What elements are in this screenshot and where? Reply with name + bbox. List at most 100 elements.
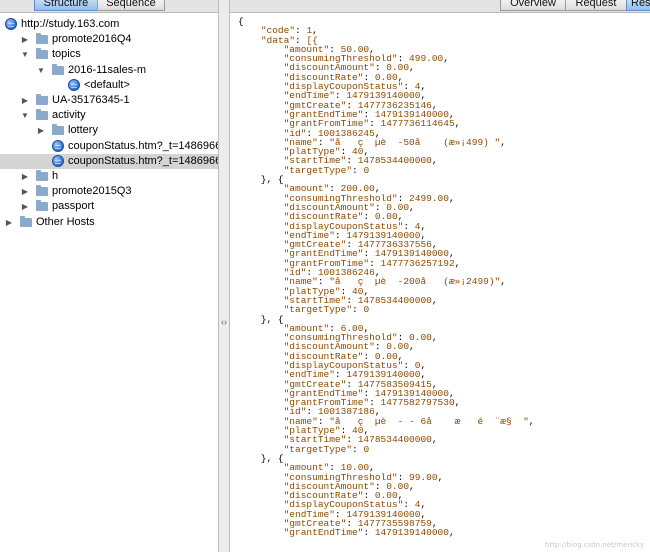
json-line: "targetType": 0: [283, 164, 370, 176]
tree-item-label: promote2015Q3: [52, 185, 132, 198]
tree-row[interactable]: ▶ passport: [0, 199, 218, 214]
disclosure-collapsed-icon[interactable]: ▶: [21, 35, 29, 45]
right-tab-bar: Overview Request Res: [230, 0, 650, 13]
tab-sequence[interactable]: Sequence: [97, 0, 165, 11]
json-line: "gmtCreate": 1477735598759,: [283, 518, 438, 530]
tree-item-label: h: [52, 170, 59, 182]
tree-row[interactable]: couponStatus.htm?_t=148696672: [0, 153, 218, 169]
json-line: "consumingThreshold": 0.00,: [283, 332, 438, 344]
tree-item-label: promote2016Q4: [52, 33, 132, 46]
disclosure-collapsed-icon[interactable]: ▶: [21, 172, 29, 181]
disclosure-collapsed-icon[interactable]: ▶: [21, 202, 29, 212]
tree-row[interactable]: ▶ UA-35176345-1: [0, 93, 218, 108]
folder-icon: [36, 170, 48, 181]
globe-icon: [52, 154, 64, 167]
json-line: "gmtCreate": 1477583509415,: [283, 378, 438, 390]
disclosure-collapsed-icon[interactable]: ▶: [21, 187, 29, 197]
json-line: "consumingThreshold": 99.00,: [283, 471, 444, 483]
json-line: "discountRate": 0.00,: [283, 211, 404, 223]
tree-item-label: Other Hosts: [36, 215, 95, 228]
json-line: }, {: [238, 452, 284, 464]
folder-icon: [52, 63, 64, 75]
json-line: "name": "å ç µè - - 6å æ é ¨æ§ ",: [283, 415, 535, 427]
tree-row[interactable]: ▶ promote2016Q4: [0, 32, 218, 47]
disclosure-collapsed-icon[interactable]: ▶: [5, 217, 13, 227]
tree-item-label: couponStatus.htm?_t=148696672: [68, 154, 218, 167]
tree-item-label: topics: [52, 48, 81, 61]
tree-row[interactable]: ▼ 2016-11sales-m: [0, 63, 218, 78]
json-line: "amount": 50.00,: [283, 43, 375, 55]
folder-icon: [20, 215, 32, 227]
json-line: "discountRate": 0.00,: [283, 350, 404, 362]
tab-overview[interactable]: Overview: [500, 0, 566, 11]
tree-row[interactable]: ▼ topics: [0, 47, 218, 62]
tab-request[interactable]: Request: [565, 0, 627, 11]
folder-icon: [36, 109, 48, 121]
tree-item-label: couponStatus.htm?_t=148696672: [68, 139, 218, 152]
json-line: "platType": 40,: [283, 146, 370, 158]
tab-response[interactable]: Res: [626, 0, 650, 11]
json-line: "id": 1001387186,: [283, 406, 381, 418]
json-line: "consumingThreshold": 499.00,: [283, 53, 449, 65]
json-line: "amount": 6.00,: [283, 322, 370, 334]
left-tab-bar: Structure Sequence: [0, 0, 218, 13]
tree-row[interactable]: ▼http://study.163.com: [0, 17, 218, 32]
json-line: "platType": 40,: [283, 285, 370, 297]
globe-icon: [5, 18, 17, 30]
json-line: "endTime": 1479139140000,: [283, 229, 427, 241]
json-line: "name": "å ç µè -200å (æ»¡2499)",: [283, 276, 506, 288]
globe-icon: [52, 139, 64, 152]
json-line: "targetType": 0: [283, 443, 370, 455]
json-line: {: [238, 16, 244, 27]
json-line: "data": [{: [260, 34, 318, 46]
tree-item-label: lottery: [68, 124, 98, 137]
splitter-grip-icon[interactable]: ‹›: [221, 317, 227, 327]
tree-item-label: 2016-11sales-m: [68, 63, 147, 76]
json-line: "discountAmount": 0.00,: [283, 480, 415, 492]
json-line: "grantFromTime": 1477736114645,: [283, 118, 461, 130]
tree-item-label: UA-35176345-1: [52, 94, 130, 106]
folder-icon: [52, 124, 64, 136]
json-line: "endTime": 1479139140000,: [283, 508, 427, 520]
disclosure-collapsed-icon[interactable]: ▶: [37, 126, 45, 136]
json-line: "gmtCreate": 1477736337556,: [283, 239, 438, 251]
tree-item-label: passport: [52, 200, 95, 213]
json-line: "startTime": 1478534400000,: [283, 434, 438, 446]
disclosure-collapsed-icon[interactable]: ▶: [21, 96, 29, 105]
folder-icon: [36, 48, 48, 60]
tree-row[interactable]: couponStatus.htm?_t=148696672: [0, 139, 218, 154]
tab-structure[interactable]: Structure: [34, 0, 98, 11]
json-line: "amount": 200.00,: [283, 183, 381, 195]
json-line: "consumingThreshold": 2499.00,: [283, 192, 455, 204]
folder-icon: [36, 94, 48, 105]
tree-row[interactable]: <default>: [0, 78, 218, 93]
disclosure-expanded-icon[interactable]: ▼: [37, 65, 45, 75]
json-line: "displayCouponStatus": 0,: [283, 359, 427, 371]
tree-item-label: http://study.163.com: [21, 18, 120, 30]
json-line: "code": 1,: [260, 25, 318, 37]
tree-row[interactable]: ▶ lottery: [0, 123, 218, 138]
tree-row[interactable]: ▶h: [0, 169, 218, 184]
json-line: "id": 1001386245,: [283, 127, 381, 139]
json-line: "discountRate": 0.00,: [283, 490, 404, 502]
globe-icon: [68, 78, 80, 91]
json-line: "platType": 40,: [283, 425, 370, 437]
pane-splitter[interactable]: ‹›: [218, 0, 230, 552]
json-line: }, {: [238, 174, 284, 186]
json-line: "grantFromTime": 1477736257192,: [283, 257, 461, 269]
json-line: "displayCouponStatus": 4,: [283, 81, 427, 93]
tree-row[interactable]: ▶ promote2015Q3: [0, 184, 218, 199]
json-line: "grantEndTime": 1479139140000,: [283, 248, 455, 260]
disclosure-expanded-icon[interactable]: ▼: [21, 50, 29, 60]
json-line: "id": 1001386246,: [283, 267, 381, 279]
json-line: "endTime": 1479139140000,: [283, 369, 427, 381]
folder-icon: [36, 33, 48, 45]
json-line: "grantFromTime": 1477582797530,: [283, 397, 461, 409]
tree-row[interactable]: ▼activity: [0, 108, 218, 123]
json-line: "discountAmount": 0.00,: [283, 62, 415, 74]
tree-row[interactable]: ▶ Other Hosts: [0, 215, 218, 230]
json-line: }, {: [238, 313, 284, 325]
json-line: "discountRate": 0.00,: [283, 71, 404, 83]
response-body-pane[interactable]: { "code": 1, "data": [{ "amount": 50.00,…: [230, 13, 650, 552]
disclosure-expanded-icon[interactable]: ▼: [21, 111, 29, 121]
